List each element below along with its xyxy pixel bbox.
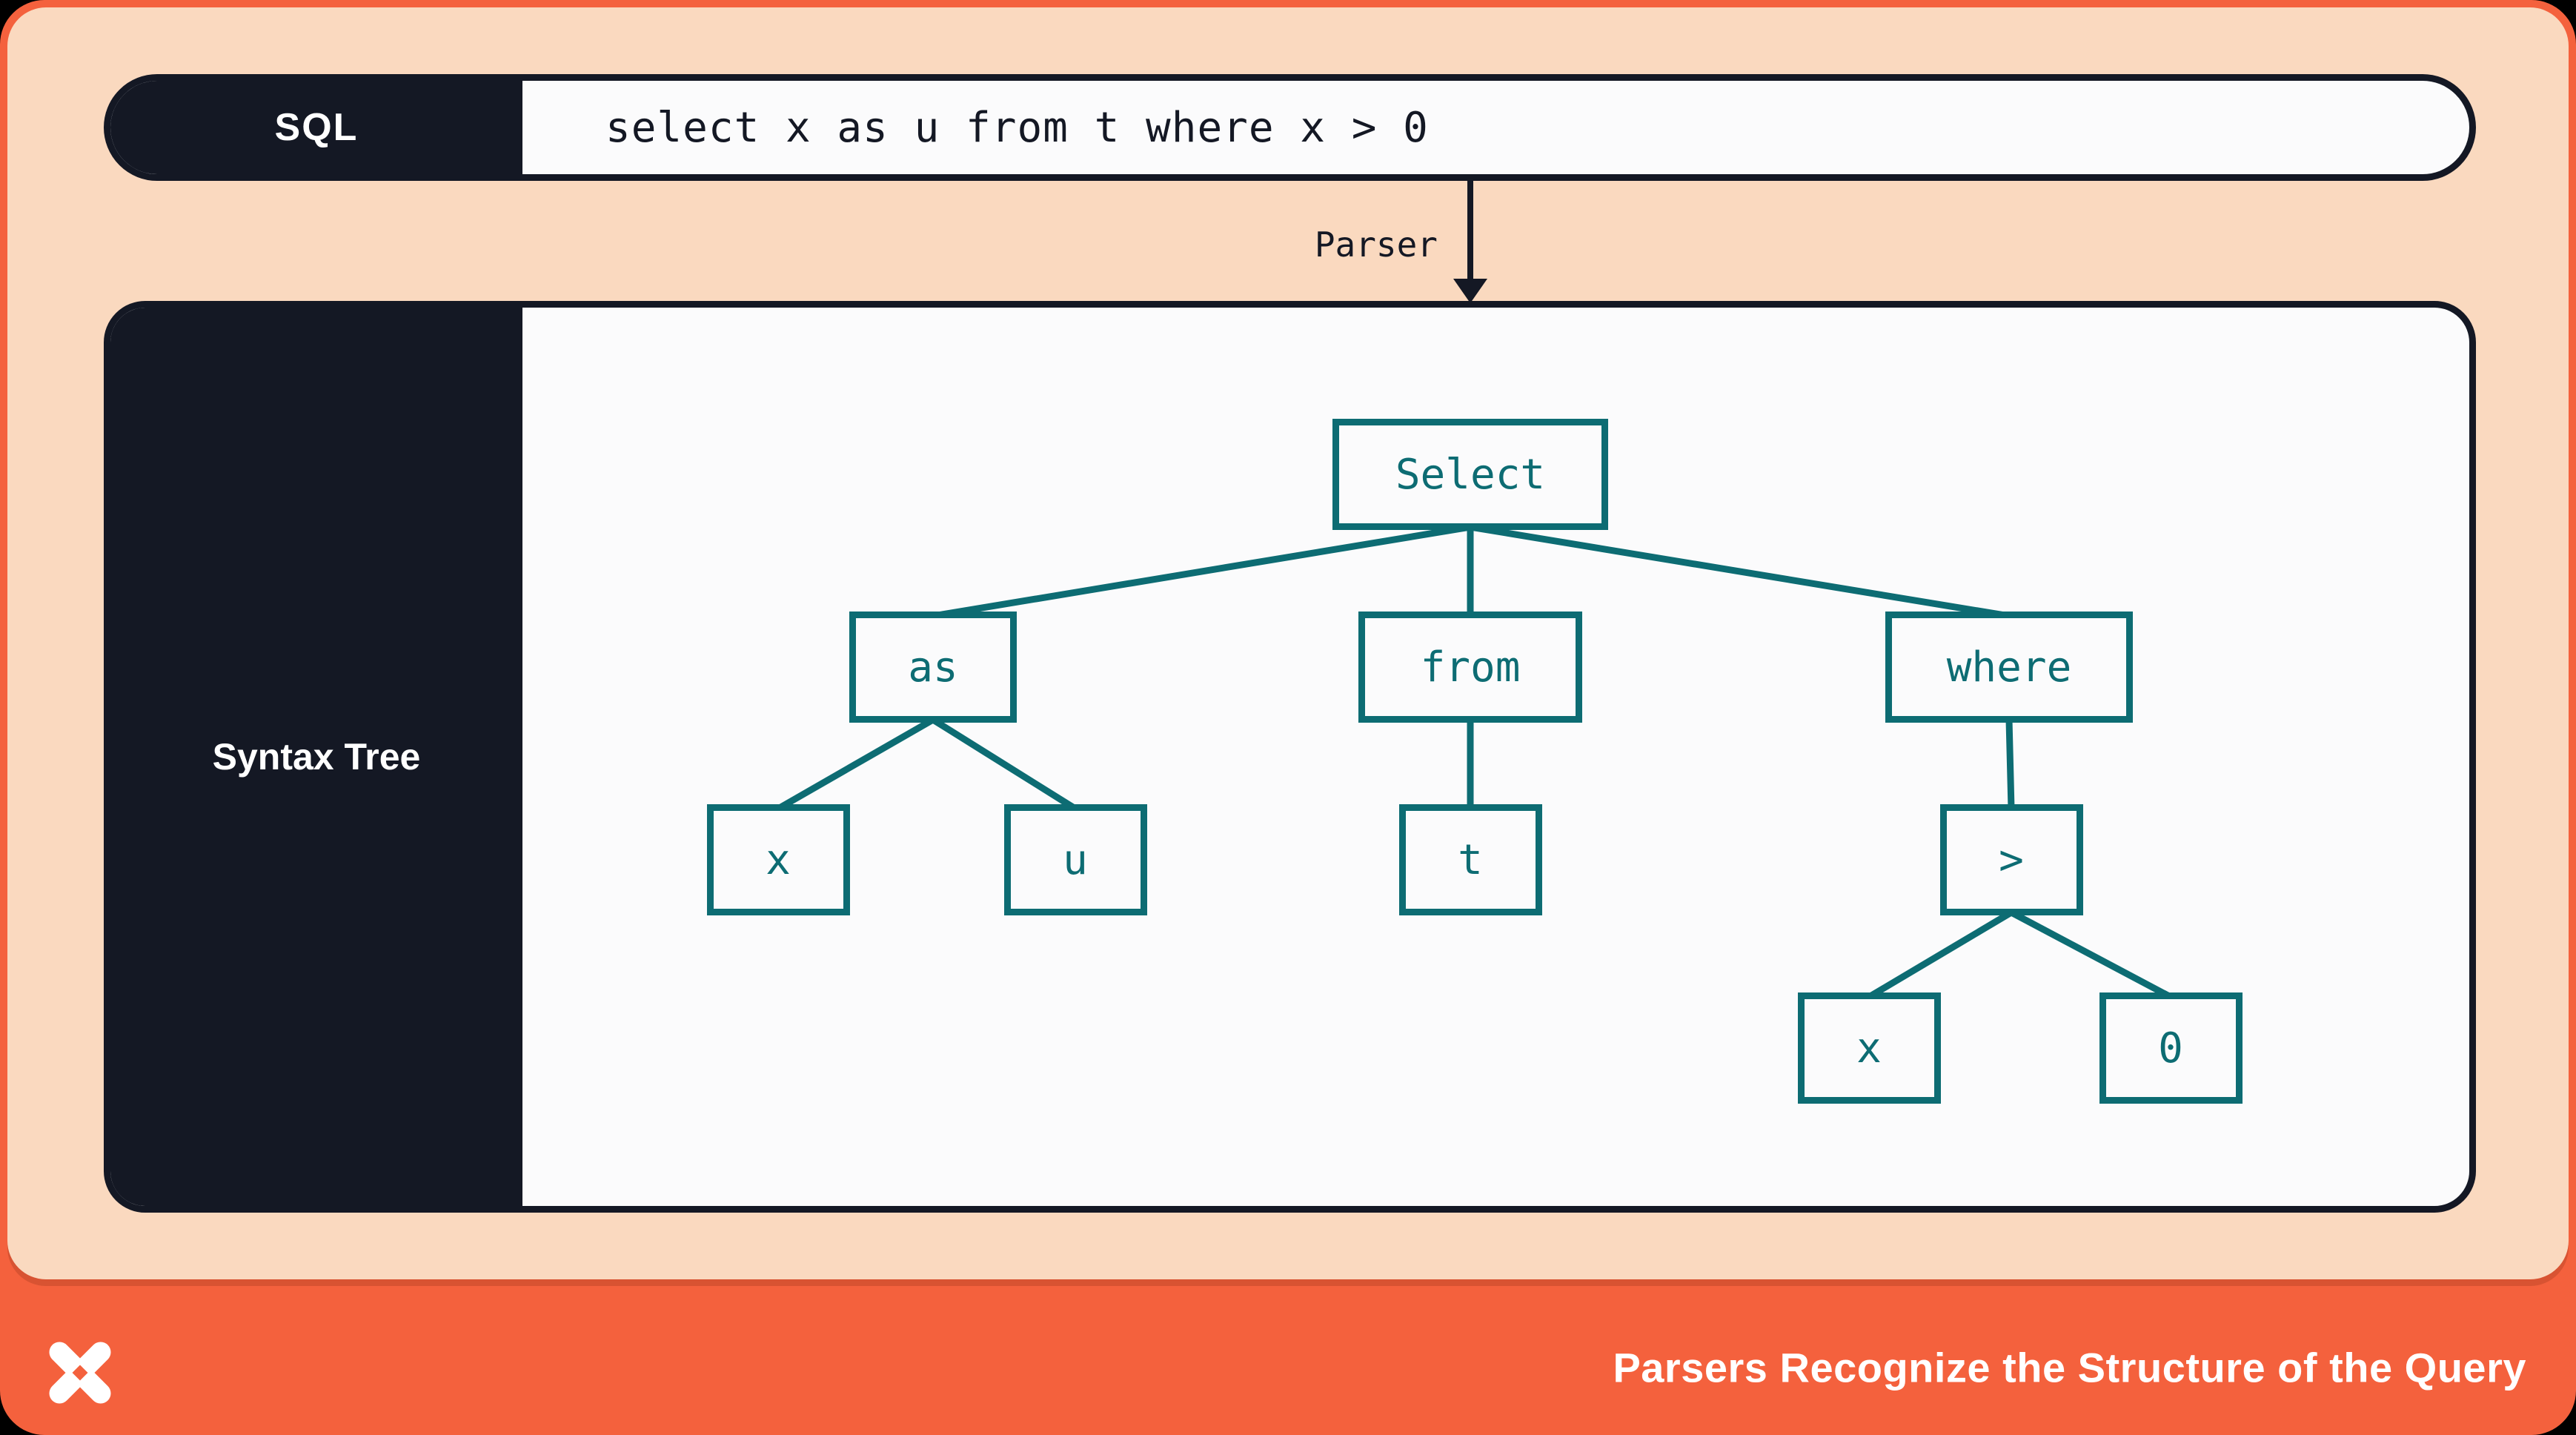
sql-bar-label: SQL bbox=[110, 81, 522, 174]
tree-node-x1: x bbox=[706, 804, 850, 915]
tree-node-select: Select bbox=[1332, 419, 1608, 530]
parser-arrow-down-icon bbox=[1453, 279, 1487, 303]
tree-node-zero: 0 bbox=[2099, 992, 2243, 1104]
syntax-tree-sidebar: Syntax Tree bbox=[110, 308, 522, 1206]
tree-node-x2: x bbox=[1797, 992, 1941, 1104]
tree-node-from: from bbox=[1358, 612, 1582, 723]
footer-caption: Parsers Recognize the Structure of the Q… bbox=[1613, 1344, 2526, 1391]
tree-node-as: as bbox=[849, 612, 1017, 723]
tree-node-where: where bbox=[1885, 612, 2133, 723]
sql-bar: SQL select x as u from t where x > 0 bbox=[104, 74, 2476, 181]
syntax-tree-panel: Syntax Tree bbox=[104, 301, 2476, 1213]
parser-label: Parser bbox=[1314, 225, 1438, 265]
syntax-tree-label: Syntax Tree bbox=[212, 736, 421, 778]
parser-arrow-line bbox=[1467, 178, 1473, 282]
sql-query-text: select x as u from t where x > 0 bbox=[605, 103, 1429, 152]
pinwheel-x-logo-icon bbox=[49, 1342, 111, 1404]
tree-node-gt: > bbox=[1939, 804, 2083, 915]
tree-node-u: u bbox=[1003, 804, 1147, 915]
tree-node-t: t bbox=[1398, 804, 1542, 915]
